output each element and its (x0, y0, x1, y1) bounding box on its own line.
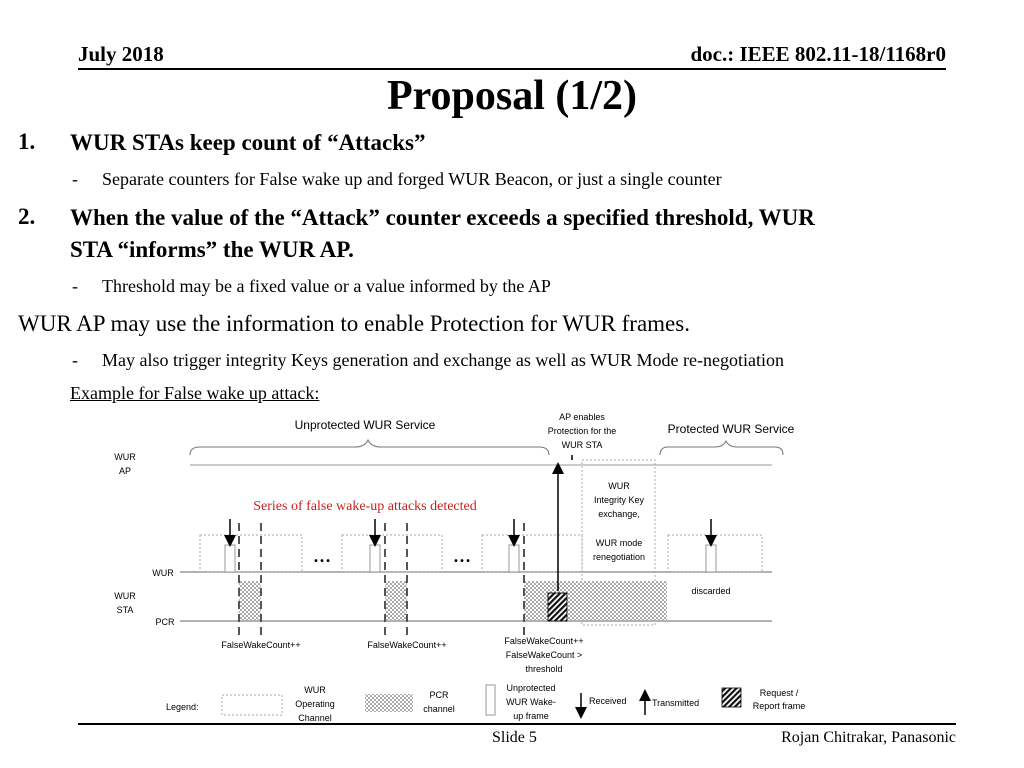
item-2-dash: - (72, 276, 78, 296)
wur-channel-box-3 (481, 534, 583, 573)
header-date: July 2018 (78, 42, 164, 66)
item-1-dash: - (72, 169, 78, 189)
legend-frame-line2: WUR Wake- (506, 697, 556, 707)
item-2-text-line2: STA “informs” the WUR AP. (70, 237, 354, 262)
counter-label-3b: FalseWakeCount > (506, 650, 582, 660)
attacks-detected-label: Series of false wake-up attacks detected (253, 499, 477, 514)
ap-enables-line3: WUR STA (562, 440, 603, 450)
slide-number: Slide 5 (492, 729, 537, 746)
protected-brace (659, 439, 784, 456)
counter-label-3c: threshold (525, 664, 562, 674)
wur-ap-label-1: WUR (114, 452, 136, 462)
ap-enables-line2: Protection for the (548, 426, 617, 436)
key-exchange-line1: WUR (608, 481, 630, 491)
item-1-text: WUR STAs keep count of “Attacks” (70, 130, 426, 155)
plain-sub: May also trigger integrity Keys generati… (102, 350, 784, 370)
pcr-channel-2 (385, 581, 407, 620)
legend-frame-swatch (485, 684, 496, 716)
slide-title: Proposal (1/2) (386, 73, 638, 119)
legend-request-line2: Report frame (753, 701, 806, 711)
legend-request-swatch (721, 687, 742, 708)
item-1-sub: Separate counters for False wake up and … (102, 169, 722, 189)
item-2-number: 2. (18, 204, 36, 229)
header-doc-id: doc.: IEEE 802.11-18/1168r0 (690, 42, 946, 66)
wur-channel-box-2 (341, 534, 443, 573)
item-2-sub: Threshold may be a fixed value or a valu… (102, 276, 551, 296)
legend-title: Legend: (166, 702, 199, 712)
legend-wur-line3: Channel (298, 713, 332, 723)
pcr-row-label: PCR (155, 617, 175, 627)
wakeup-frame-4 (705, 544, 717, 573)
counter-label-1: FalseWakeCount++ (221, 640, 300, 650)
wur-sta-label-1: WUR (114, 591, 136, 601)
wakeup-frame-1 (224, 544, 236, 573)
legend-frame-line1: Unprotected (506, 683, 555, 693)
protected-service-label: Protected WUR Service (668, 422, 795, 436)
plain-statement: WUR AP may use the information to enable… (18, 311, 690, 336)
legend-wur-line1: WUR (304, 685, 326, 695)
wur-ap-label-2: AP (119, 466, 131, 476)
wakeup-frame-2 (369, 544, 381, 573)
counter-label-2: FalseWakeCount++ (367, 640, 446, 650)
legend-request-line1: Request / (760, 688, 799, 698)
ellipsis-1: … (313, 546, 331, 566)
header-divider (78, 68, 946, 70)
wakeup-frame-3 (508, 544, 520, 573)
legend-wur-swatch (221, 694, 283, 716)
item-2-text-line1: When the value of the “Attack” counter e… (70, 205, 815, 230)
key-exchange-region (581, 459, 656, 626)
legend-pcr-line1: PCR (429, 690, 449, 700)
legend-pcr-line2: channel (423, 704, 455, 714)
item-1-number: 1. (18, 129, 36, 154)
wur-row-label: WUR (152, 568, 174, 578)
legend-transmitted-label: Transmitted (652, 698, 699, 708)
legend-pcr-swatch (365, 694, 413, 712)
unprotected-brace (189, 438, 550, 456)
discarded-label: discarded (691, 586, 730, 596)
legend-wur-line2: Operating (295, 699, 335, 709)
ap-enables-line1: AP enables (559, 412, 605, 422)
footer-author: Rojan Chitrakar, Panasonic (781, 729, 956, 746)
legend-frame-line3: up frame (513, 711, 549, 721)
pcr-channel-1 (239, 581, 261, 620)
pcr-channel-3 (524, 581, 667, 620)
wur-sta-label-2: STA (117, 605, 134, 615)
legend-received-label: Received (589, 696, 627, 706)
counter-label-3a: FalseWakeCount++ (504, 636, 583, 646)
wur-channel-box-1 (199, 534, 303, 573)
plain-dash: - (72, 350, 78, 370)
legend: Legend: WUR Operating Channel PCR channe… (166, 683, 805, 723)
example-heading: Example for False wake up attack: (70, 383, 320, 403)
ellipsis-2: … (453, 546, 471, 566)
key-exchange-line2: Integrity Key (594, 495, 645, 505)
mode-reneg-line2: renegotiation (593, 552, 645, 562)
key-exchange-line3: exchange, (598, 509, 640, 519)
footer-divider (78, 723, 956, 725)
unprotected-service-label: Unprotected WUR Service (295, 418, 436, 432)
request-report-frame (547, 592, 568, 622)
mode-reneg-line1: WUR mode (596, 538, 643, 548)
attack-timeline-diagram: Unprotected WUR Service Protected WUR Se… (114, 412, 805, 723)
